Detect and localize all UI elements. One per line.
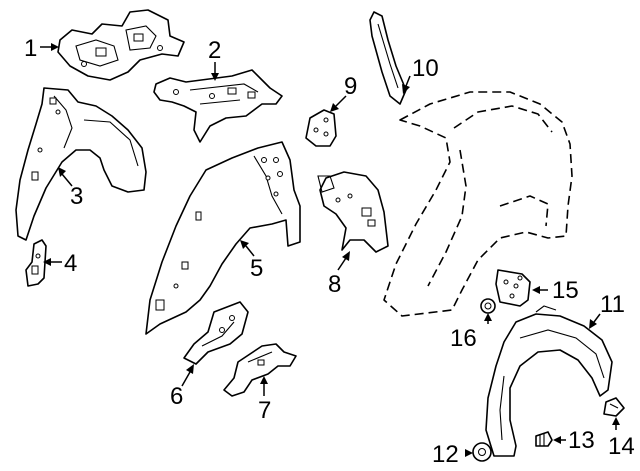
- callout-6: 6: [170, 383, 183, 410]
- callout-13: 13: [568, 427, 595, 454]
- callout-3: 3: [70, 183, 83, 210]
- part-11-wheelhouse-liner: [485, 305, 613, 457]
- part-9-small-plate: [305, 109, 337, 147]
- part-12-nut: [472, 442, 492, 462]
- callout-7: 7: [258, 397, 271, 424]
- part-8-extension-panel: [317, 171, 389, 253]
- callout-12: 12: [432, 441, 459, 468]
- leader-lines: [40, 43, 620, 457]
- part-6-lower-bracket: [183, 301, 249, 365]
- callout-9: 9: [344, 73, 357, 100]
- callout-14: 14: [608, 433, 635, 460]
- part-3-wheelhouse-inner: [15, 87, 147, 241]
- callout-2: 2: [208, 37, 221, 64]
- part-1-upper-bracket: [57, 9, 185, 81]
- part-2-inner-rail: [153, 69, 283, 143]
- callout-4: 4: [64, 250, 77, 277]
- part-16-grommet: [480, 298, 496, 314]
- quarter-panel-outline: [383, 91, 573, 317]
- callout-8: 8: [328, 271, 341, 298]
- part-10-pillar-reinforcement: [369, 11, 407, 105]
- callout-1: 1: [24, 35, 37, 62]
- callout-labels: 1 2 3 4 5 6 7 8 9 10 11 12 13 14 15 16: [24, 35, 635, 468]
- callout-5: 5: [250, 255, 263, 282]
- callout-16: 16: [450, 325, 477, 352]
- part-14-small-clip: [603, 397, 625, 417]
- part-7-reinforcement: [223, 343, 297, 397]
- part-15-bracket-plate: [495, 269, 531, 307]
- part-13-clip: [535, 431, 553, 447]
- callout-10: 10: [412, 55, 439, 82]
- callout-15: 15: [552, 277, 579, 304]
- part-5-outer-wheelhouse: [145, 141, 301, 335]
- part-4-small-bracket: [25, 239, 47, 287]
- callout-11: 11: [600, 291, 625, 318]
